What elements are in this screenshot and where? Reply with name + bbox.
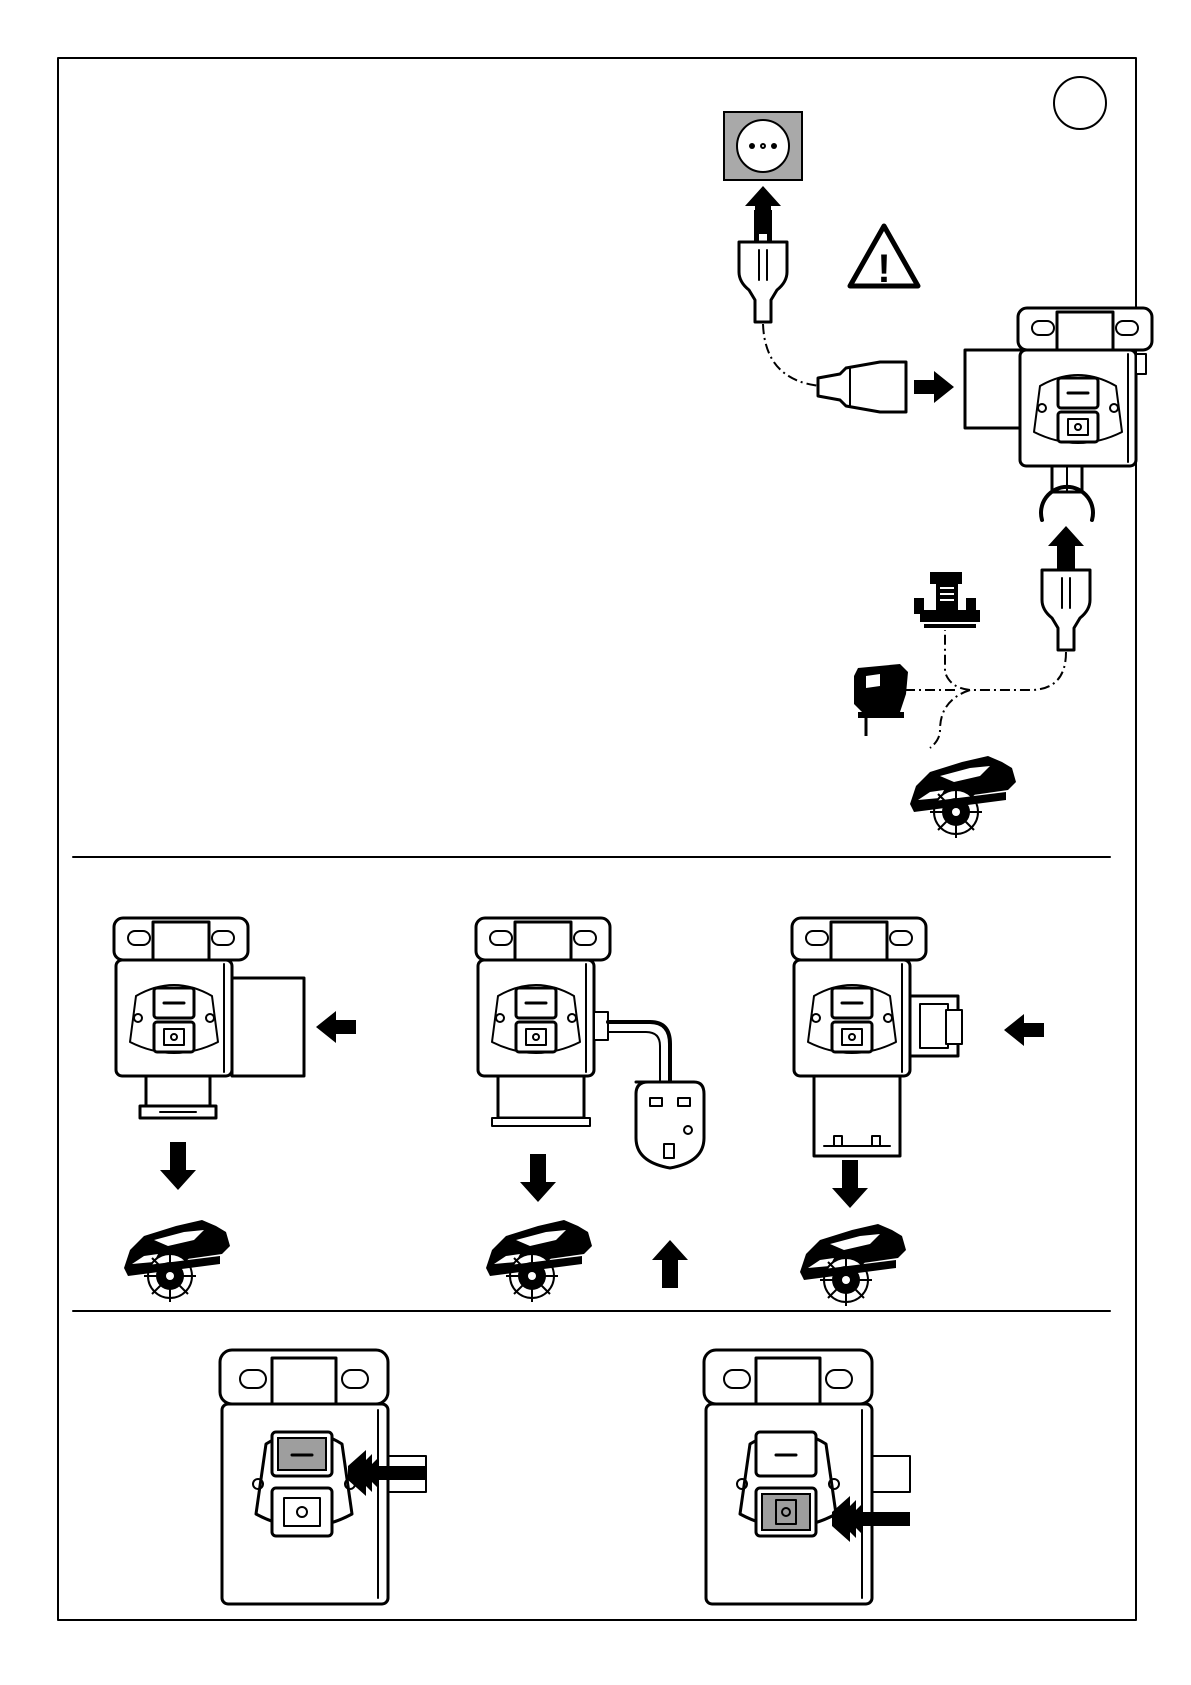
cable-line: [930, 690, 970, 748]
cable-line: [945, 630, 1066, 690]
connector-icon: [818, 362, 906, 412]
switch-box-icon: [965, 308, 1152, 492]
cable-line: [763, 324, 820, 386]
cable-uk-plug-variant: [476, 918, 704, 1302]
clip-variant: [792, 918, 1044, 1306]
arrow-down-icon: [520, 1154, 556, 1202]
adapter-variant: [114, 918, 356, 1302]
arrow-down-icon: [160, 1142, 196, 1190]
arrow-up-icon: [745, 186, 781, 234]
arrow-down-icon: [832, 1160, 868, 1208]
arrow-up-icon: [652, 1240, 688, 1288]
arrow-left-icon: [316, 1011, 356, 1043]
arrow-left-icon: [1004, 1014, 1044, 1046]
wall-socket-icon: [724, 112, 802, 180]
arrow-up-icon: [1048, 526, 1084, 574]
circular-saw-icon: [124, 1220, 230, 1302]
uk-plug-icon: [636, 1082, 704, 1168]
on-button-pressed: [220, 1350, 426, 1604]
circular-saw-icon: [800, 1224, 906, 1306]
router-icon: [914, 572, 980, 628]
arrow-right-icon: [914, 371, 954, 403]
circular-saw-icon: [910, 756, 1016, 838]
jigsaw-icon: [854, 664, 908, 736]
svg-text:!: !: [877, 247, 890, 291]
off-button-pressed: [704, 1350, 910, 1604]
panel-marker-circle: [1054, 77, 1106, 129]
warning-triangle-icon: !: [850, 226, 918, 291]
circular-saw-icon: [486, 1220, 592, 1302]
